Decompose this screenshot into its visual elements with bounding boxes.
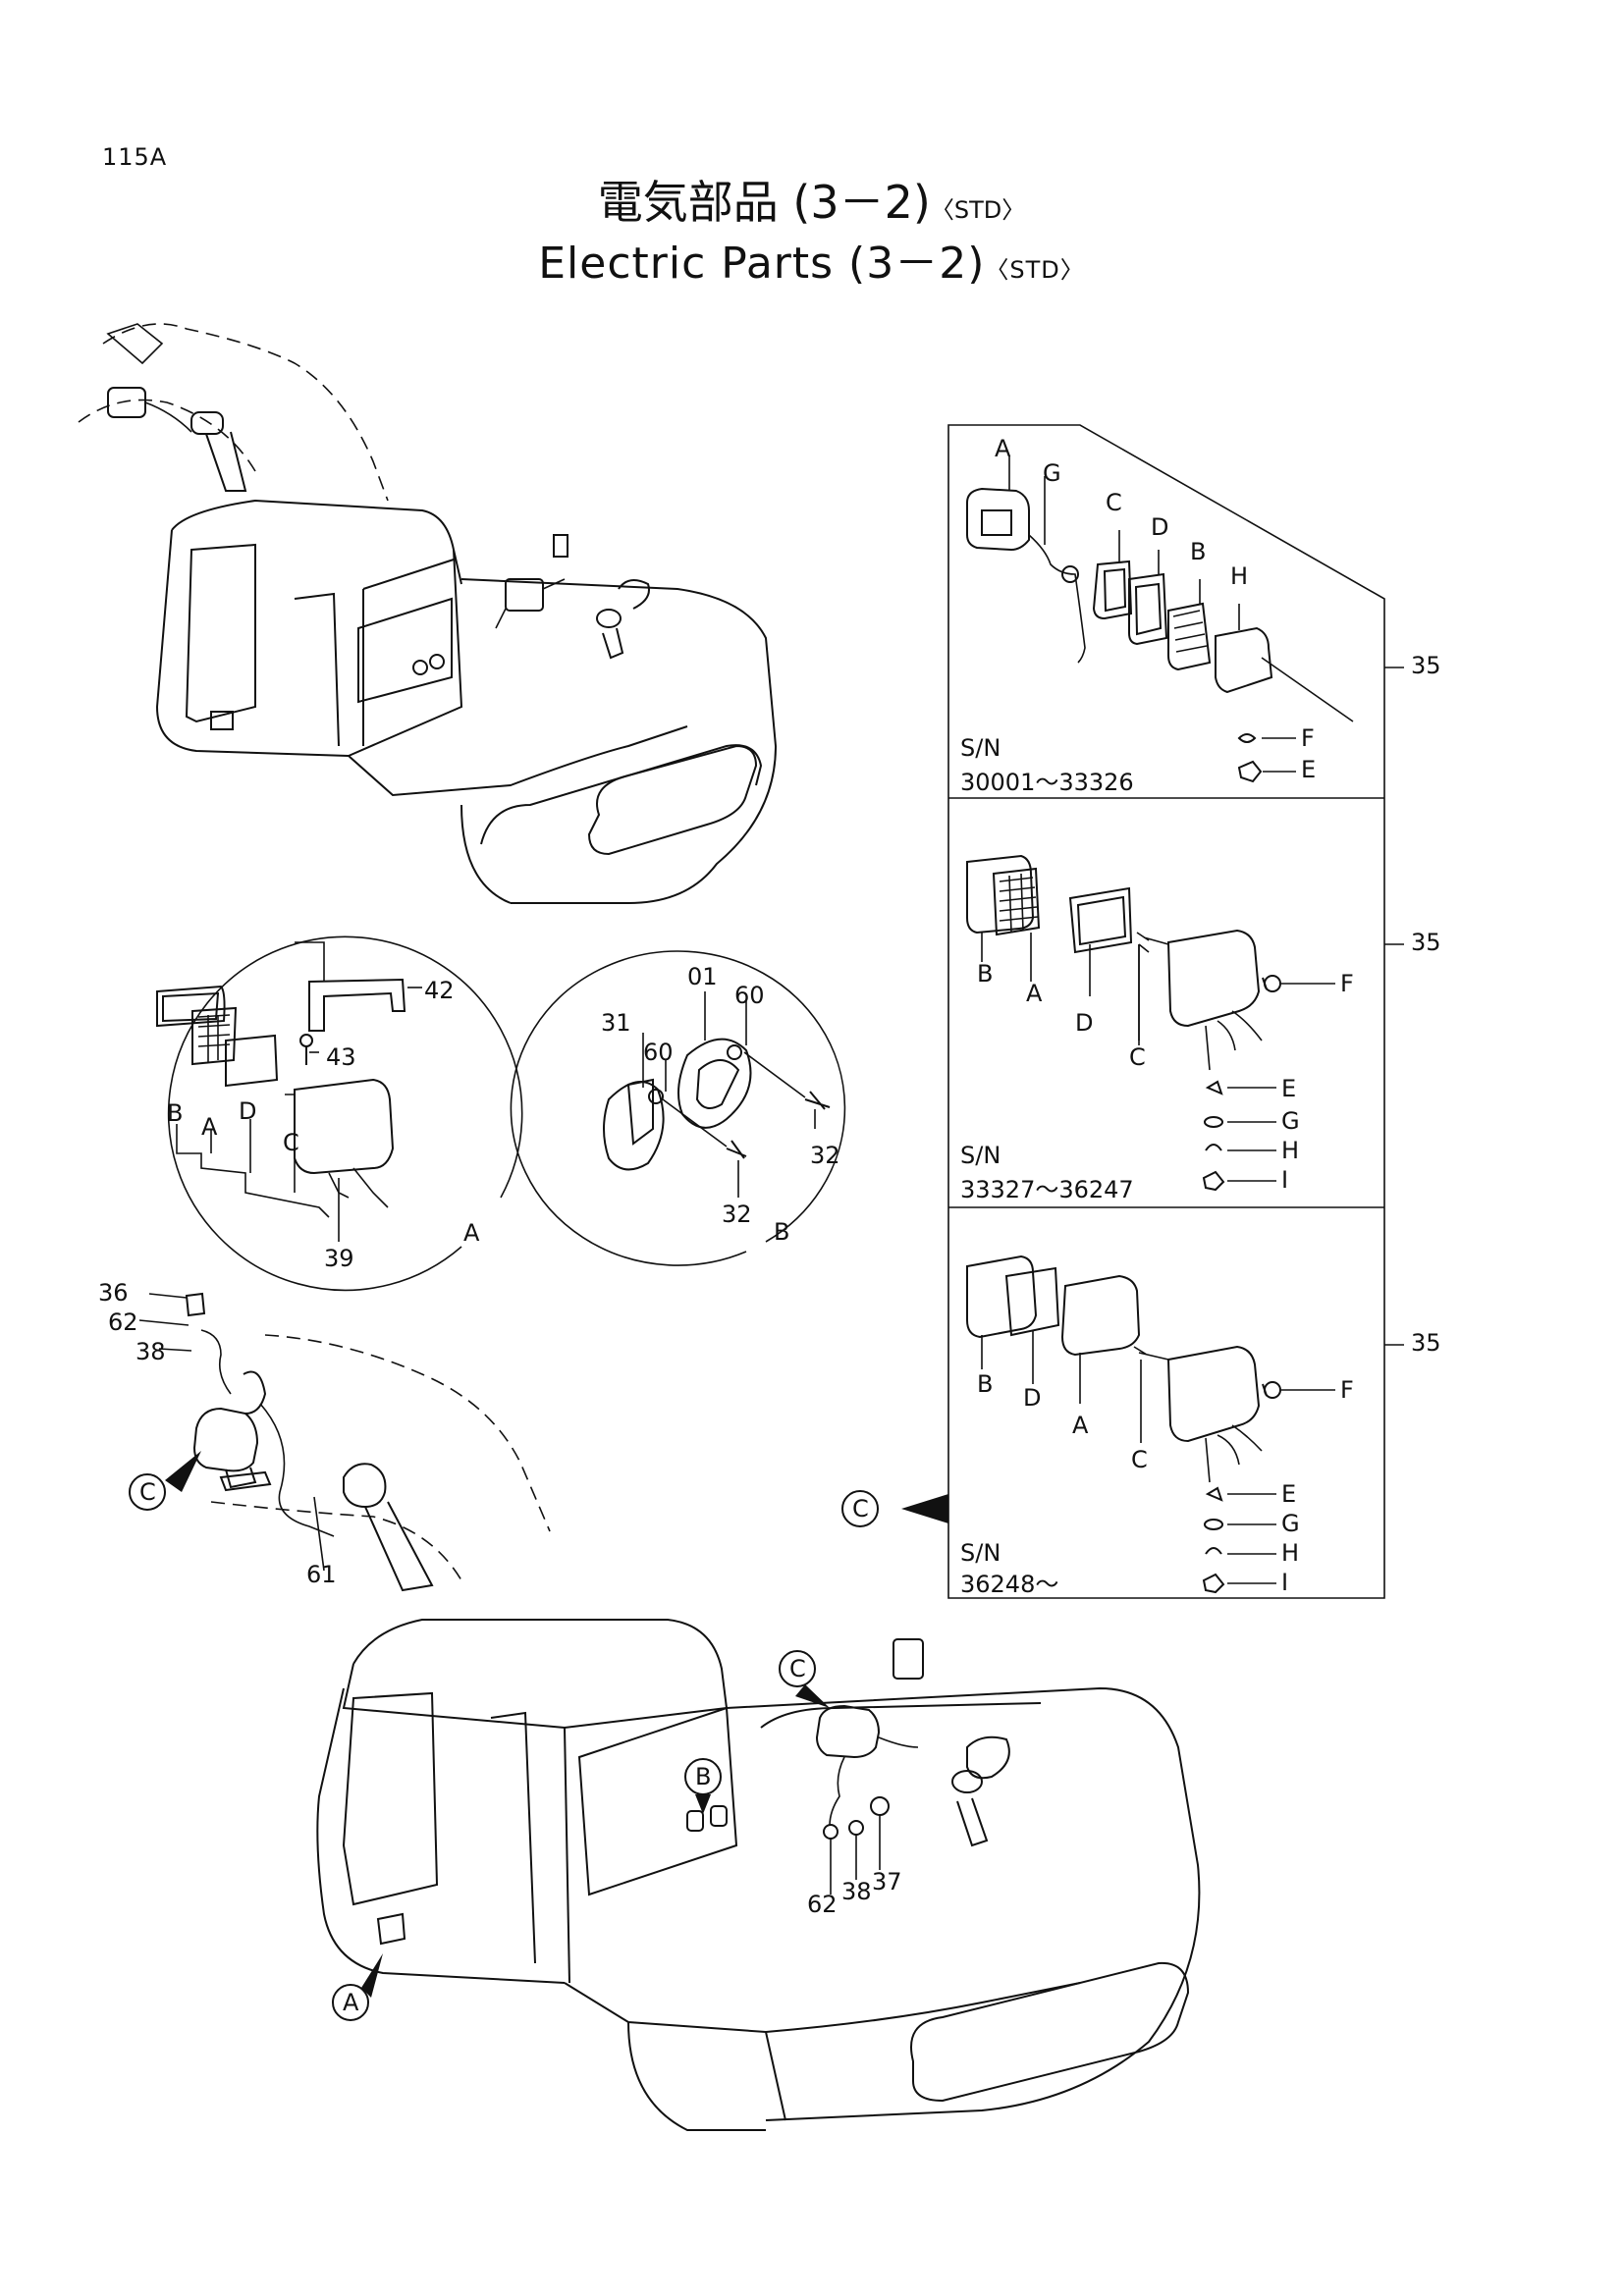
panel-3-drawing: [966, 1255, 1335, 1594]
part-39-label: 39: [324, 1245, 354, 1272]
part-60-label-a: 60: [734, 982, 765, 1009]
title-jp-tag: 〈STD〉: [930, 196, 1026, 224]
panel1-letter-d: D: [1151, 513, 1168, 541]
callout-b-cab: B: [695, 1763, 711, 1790]
title-english: Electric Parts (3－2)〈STD〉: [0, 228, 1623, 291]
title-en-text: Electric Parts (3－2): [538, 239, 986, 289]
panel3-letter-c: C: [1131, 1446, 1148, 1473]
callout-c-cab: C: [789, 1655, 806, 1682]
callout-c-main: C: [139, 1478, 156, 1506]
panel3-sn-range: 36248～: [960, 1571, 1058, 1598]
detail-a-label: A: [463, 1219, 480, 1247]
panel3-letter-f: F: [1340, 1376, 1354, 1404]
panel1-item-35: 35: [1411, 652, 1441, 679]
panel2-letter-e: E: [1281, 1075, 1296, 1102]
part-37-label: 37: [872, 1868, 902, 1896]
panel1-letter-h: H: [1230, 562, 1248, 590]
part-62-label: 62: [108, 1308, 138, 1336]
panel3-letter-a: A: [1072, 1412, 1089, 1439]
panel3-letter-h: H: [1281, 1539, 1299, 1567]
part-60-label-b: 60: [643, 1039, 674, 1066]
title-japanese: 電気部品 (3－2)〈STD〉: [0, 167, 1623, 232]
title-en-tag: 〈STD〉: [985, 256, 1085, 284]
part-62-label-b: 62: [807, 1891, 838, 1918]
callout-a-cab: A: [343, 1989, 359, 2016]
panel2-sn-range: 33327～36247: [960, 1176, 1134, 1203]
panel2-letter-c: C: [1129, 1043, 1146, 1071]
detail-a-letter-a: A: [201, 1113, 218, 1141]
panel3-letter-b: B: [977, 1370, 993, 1398]
detail-a-letter-c: C: [283, 1129, 299, 1156]
part-61-label: 61: [306, 1561, 337, 1588]
panel2-letter-i: I: [1281, 1166, 1288, 1194]
panel2-item-35: 35: [1411, 929, 1441, 956]
cab-callouts: [332, 1650, 830, 2021]
panel3-letter-g: G: [1281, 1510, 1300, 1537]
panel1-letter-f: F: [1301, 724, 1315, 752]
detail-b-label: B: [774, 1218, 789, 1246]
panel1-letter-c: C: [1106, 489, 1122, 516]
panel3-sn-label: S/N: [960, 1539, 1001, 1567]
detail-a-letter-b: B: [167, 1099, 183, 1127]
page-number: 115A: [102, 143, 168, 171]
panel1-letter-e: E: [1301, 756, 1316, 783]
part-38-label: 38: [135, 1338, 166, 1365]
panel1-letter-b: B: [1190, 538, 1206, 565]
panel-c-pointer: [841, 1490, 948, 1527]
panel1-letter-a: A: [995, 435, 1011, 462]
part-01-label: 01: [687, 963, 718, 990]
panel1-sn-range: 30001～33326: [960, 769, 1134, 796]
part-32-label-b: 32: [722, 1201, 752, 1228]
callout-c-panel: C: [852, 1495, 869, 1522]
title-jp-text: 電気部品 (3－2): [597, 176, 931, 229]
panel2-letter-f: F: [1340, 970, 1354, 997]
panel2-sn-label: S/N: [960, 1142, 1001, 1169]
panel1-sn-label: S/N: [960, 734, 1001, 762]
machine-lower-drawing: [316, 1619, 1201, 2131]
part-42-label: 42: [424, 977, 455, 1004]
detail-b: [510, 950, 846, 1266]
panel2-letter-d: D: [1075, 1009, 1093, 1037]
panel-2-drawing: [966, 854, 1335, 1192]
panel1-letter-g: G: [1043, 459, 1061, 487]
lower-lamp-assembly: [129, 1292, 551, 1592]
part-38-label-b: 38: [841, 1878, 872, 1905]
part-31-label: 31: [601, 1009, 631, 1037]
machine-upper-drawing: [78, 323, 778, 904]
panel3-letter-d: D: [1023, 1384, 1041, 1412]
detail-a: [156, 935, 523, 1292]
part-32-label-a: 32: [810, 1142, 840, 1169]
panel-1-drawing: [966, 456, 1354, 783]
detail-a-letter-d: D: [239, 1097, 256, 1125]
part-43-label: 43: [326, 1043, 356, 1071]
part-36-label: 36: [98, 1279, 129, 1307]
panel3-letter-e: E: [1281, 1480, 1296, 1508]
panel2-letter-g: G: [1281, 1107, 1300, 1135]
panel-frame: [947, 424, 1404, 1599]
panel3-letter-i: I: [1281, 1569, 1288, 1596]
panel2-letter-b: B: [977, 960, 993, 988]
panel2-letter-a: A: [1026, 980, 1043, 1007]
panel3-item-35: 35: [1411, 1329, 1441, 1357]
panel2-letter-h: H: [1281, 1137, 1299, 1164]
